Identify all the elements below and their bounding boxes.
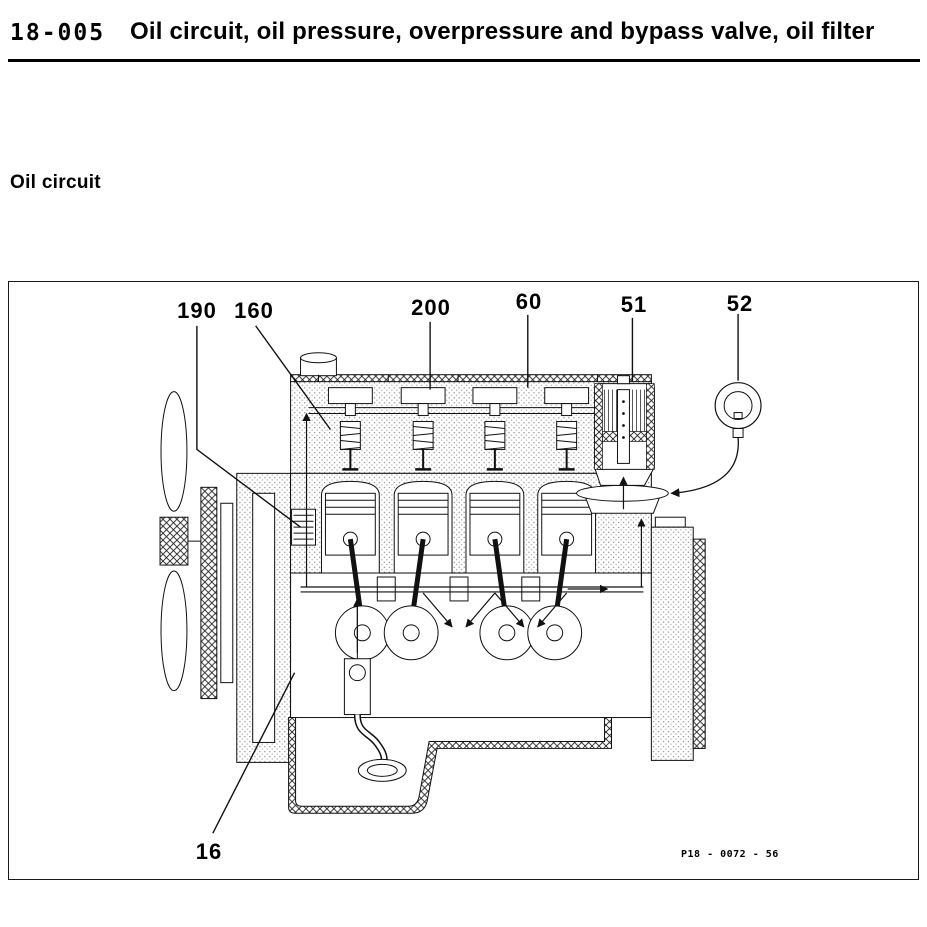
callout-60: 60	[515, 289, 543, 314]
rocker-oil-tube	[308, 407, 606, 415]
relief-valve	[291, 508, 316, 546]
callout-leader-lines	[196, 313, 739, 834]
callout-52: 52	[726, 291, 754, 316]
sender-hose	[670, 437, 739, 498]
oil-pan	[288, 717, 613, 814]
engine-diagram	[159, 313, 762, 834]
page-title: Oil circuit, oil pressure, overpressure …	[130, 18, 875, 45]
oil-pump-pickup	[343, 582, 407, 782]
belt-pulleys	[200, 486, 234, 700]
section-label: Oil circuit	[10, 172, 101, 193]
callout-16: 16	[195, 839, 223, 864]
figure-reference: P18 - 0072 - 56	[681, 849, 779, 860]
oil-flow-arrows	[300, 412, 646, 653]
section-number: 18-005	[10, 20, 106, 46]
flywheel-housing	[650, 516, 706, 761]
timing-cover	[236, 472, 292, 763]
callout-51: 51	[620, 292, 648, 317]
valve-train	[308, 387, 606, 471]
oil-pressure-sender	[714, 382, 762, 438]
header-rule	[8, 59, 920, 62]
callout-160: 160	[234, 298, 274, 323]
crankshaft	[334, 538, 583, 661]
oil-filter	[576, 375, 669, 514]
figure-frame: 190 160 200 60 51 52 16 P18 - 0072 - 56	[8, 281, 919, 880]
callout-200: 200	[411, 295, 451, 320]
callout-190: 190	[177, 298, 217, 323]
fan-assembly	[159, 391, 205, 692]
